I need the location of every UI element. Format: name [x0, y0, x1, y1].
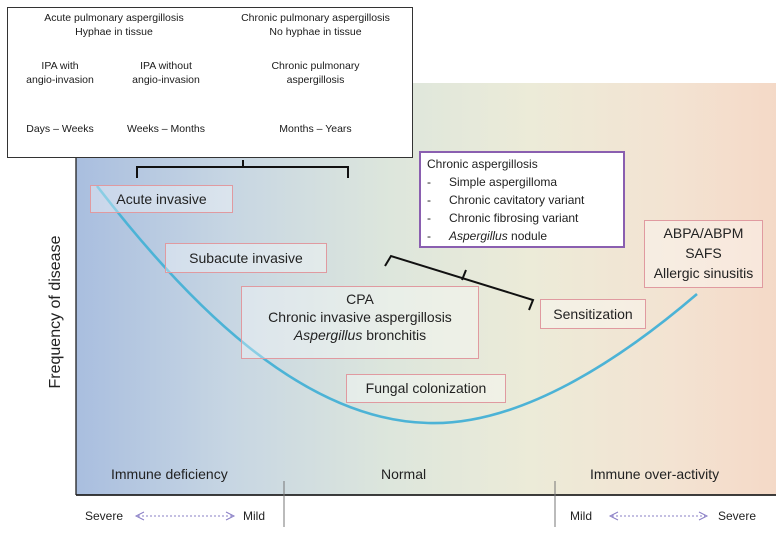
subacute-invasive-box: Subacute invasive: [165, 243, 327, 273]
fungal-colonization-box: Fungal colonization: [346, 374, 506, 403]
table-cell-cpa: Chronic pulmonary aspergillosis: [220, 59, 411, 87]
bullet-dash: -: [427, 211, 431, 225]
acute-invasive-box: Acute invasive: [90, 185, 233, 213]
table-cpa-line1: Chronic pulmonary: [271, 60, 360, 72]
table-time-1: Days – Weeks: [26, 123, 94, 135]
table-cell-ipa-without: IPA without angio-invasion: [112, 59, 220, 87]
cpa-line3-rest: bronchitis: [362, 327, 427, 343]
left-mild-label: Mild: [243, 509, 266, 523]
chronic-item-3: - Chronic fibrosing variant: [427, 210, 578, 227]
aspergillosis-table: [7, 7, 413, 158]
allergic-line2: SAFS: [685, 245, 722, 261]
ipa-without-line1: IPA without: [140, 60, 192, 72]
chronic-item-4-rest: nodule: [507, 229, 548, 243]
table-header-chronic: Chronic pulmonary aspergillosis No hypha…: [220, 11, 411, 39]
acute-bracket: [136, 160, 349, 178]
ipa-with-line2: angio-invasion: [26, 74, 94, 86]
right-severity-arrow: [608, 511, 709, 521]
chronic-bracket: [384, 254, 535, 311]
chronic-aspergillosis-box: Chronic aspergillosis - Simple aspergillo…: [419, 151, 625, 248]
chronic-box-title: Chronic aspergillosis: [427, 157, 538, 171]
sensitization-box: Sensitization: [540, 299, 646, 329]
chronic-item-4: - Aspergillus nodule: [427, 228, 547, 245]
chronic-item-1-text: Simple aspergilloma: [449, 175, 558, 189]
cpa-line3: Aspergillus bronchitis: [242, 326, 478, 344]
bullet-dash: -: [427, 229, 431, 243]
allergic-line3: Allergic sinusitis: [653, 265, 754, 281]
table-cell-ipa-with: IPA with angio-invasion: [8, 59, 112, 87]
chronic-item-2-text: Chronic cavitatory variant: [449, 193, 585, 207]
table-time-2: Weeks – Months: [126, 123, 205, 135]
cpa-line1: CPA: [346, 291, 374, 307]
table-header-acute: Acute pulmonary aspergillosis Hyphae in …: [8, 11, 220, 39]
allergic-box: ABPA/ABPM SAFS Allergic sinusitis: [644, 220, 763, 288]
bullet-dash: -: [427, 193, 431, 207]
table-header-chronic-line2: No hyphae in tissue: [269, 26, 362, 38]
ipa-with-line1: IPA with: [41, 60, 79, 72]
immune-overactivity-label: Immune over-activity: [590, 466, 720, 482]
right-severe-label: Severe: [718, 509, 757, 523]
left-severity-arrow: [134, 511, 236, 521]
table-header-chronic-line1: Chronic pulmonary aspergillosis: [241, 12, 390, 24]
chronic-item-1: - Simple aspergilloma: [427, 174, 557, 191]
ipa-without-line2: angio-invasion: [132, 74, 200, 86]
left-severe-label: Severe: [85, 509, 124, 523]
table-header-acute-line2: Hyphae in tissue: [75, 26, 153, 38]
chronic-item-3-text: Chronic fibrosing variant: [449, 211, 579, 225]
right-mild-label: Mild: [570, 509, 593, 523]
immune-deficiency-label: Immune deficiency: [111, 466, 228, 482]
allergic-line1: ABPA/ABPM: [663, 225, 744, 241]
cpa-line3-italic: Aspergillus: [293, 327, 363, 343]
frequency-curve: [95, 185, 698, 425]
table-time-3: Months – Years: [279, 123, 352, 135]
table-cpa-line2: aspergillosis: [286, 74, 345, 86]
chronic-item-4-italic: Aspergillus: [449, 229, 508, 243]
cpa-box: CPA Chronic invasive aspergillosis Asper…: [241, 286, 479, 359]
bullet-dash: -: [427, 175, 431, 189]
normal-label: Normal: [381, 466, 427, 482]
y-axis-label: Frequency of disease: [47, 235, 64, 389]
cpa-line2: Chronic invasive aspergillosis: [268, 309, 452, 325]
table-header-acute-line1: Acute pulmonary aspergillosis: [44, 12, 184, 24]
chronic-item-2: - Chronic cavitatory variant: [427, 192, 584, 209]
